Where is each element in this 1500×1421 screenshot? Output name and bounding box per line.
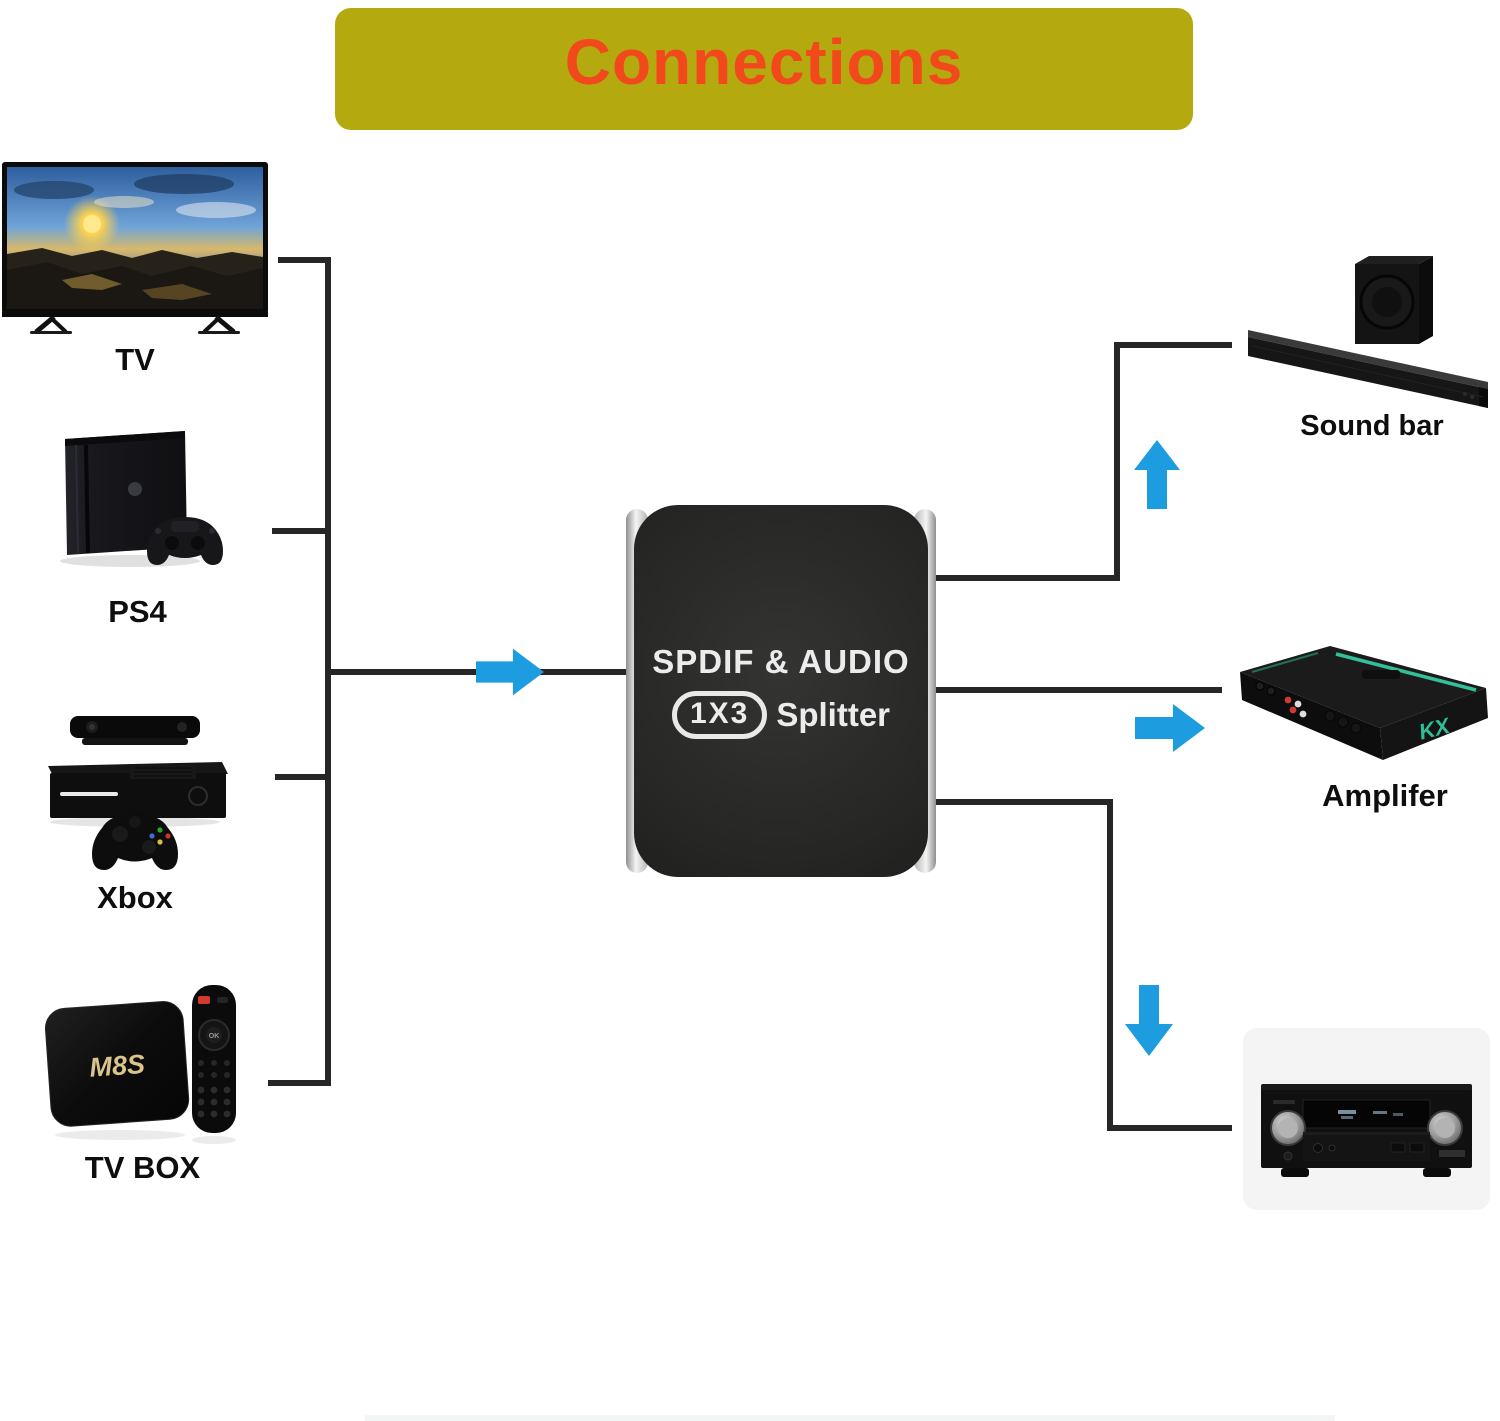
xbox-image bbox=[48, 716, 228, 870]
connector-out-top-h2 bbox=[1114, 342, 1232, 348]
connector-out-top-h1 bbox=[920, 575, 1120, 581]
ps4-image bbox=[60, 431, 223, 567]
tv-label: TV bbox=[115, 342, 155, 377]
flow-arrow-right-amplifier bbox=[1135, 704, 1205, 752]
splitter-body: SPDIF & AUDIO 1X3 Splitter bbox=[634, 505, 928, 877]
banner: Connections bbox=[335, 8, 1193, 130]
connector-ps4-stub bbox=[272, 528, 331, 534]
receiver-image bbox=[1261, 1084, 1472, 1177]
splitter-subtitle: Splitter bbox=[776, 696, 891, 733]
amplifier-image: KX bbox=[1240, 646, 1488, 760]
connector-out-bottom-h1 bbox=[920, 799, 1113, 805]
connector-out-bottom-h2 bbox=[1107, 1125, 1232, 1131]
banner-title: Connections bbox=[564, 26, 964, 98]
connector-out-bottom-vertical bbox=[1107, 799, 1113, 1131]
tvbox-image: M8S OK bbox=[44, 985, 236, 1144]
amplifier-label: Amplifer bbox=[1322, 778, 1448, 813]
next-section-edge bbox=[365, 1415, 1335, 1421]
ps4-label: PS4 bbox=[108, 594, 167, 629]
tvbox-model-text: M8S bbox=[88, 1049, 145, 1083]
flow-arrow-up-soundbar bbox=[1134, 440, 1180, 509]
flow-arrow-down-receiver bbox=[1125, 985, 1173, 1056]
connector-tv-stub bbox=[278, 257, 331, 263]
connector-tvbox-stub bbox=[268, 1080, 331, 1086]
tv-image bbox=[2, 162, 268, 334]
connector-out-top-vertical bbox=[1114, 342, 1120, 581]
tvbox-label: TV BOX bbox=[84, 1150, 201, 1185]
splitter-badge-1x3: 1X3 bbox=[671, 691, 768, 739]
splitter-device: SPDIF & AUDIO 1X3 Splitter bbox=[626, 505, 936, 877]
flow-arrow-right-input bbox=[476, 648, 544, 696]
soundbar-label: Sound bar bbox=[1300, 410, 1444, 442]
receiver-card bbox=[1243, 1028, 1490, 1210]
connector-out-middle bbox=[920, 687, 1222, 693]
splitter-title: SPDIF & AUDIO bbox=[652, 643, 910, 680]
tvbox-remote-ok-text: OK bbox=[209, 1033, 220, 1040]
connector-xbox-stub bbox=[275, 774, 331, 780]
soundbar-image bbox=[1248, 256, 1488, 408]
xbox-label: Xbox bbox=[97, 880, 173, 915]
